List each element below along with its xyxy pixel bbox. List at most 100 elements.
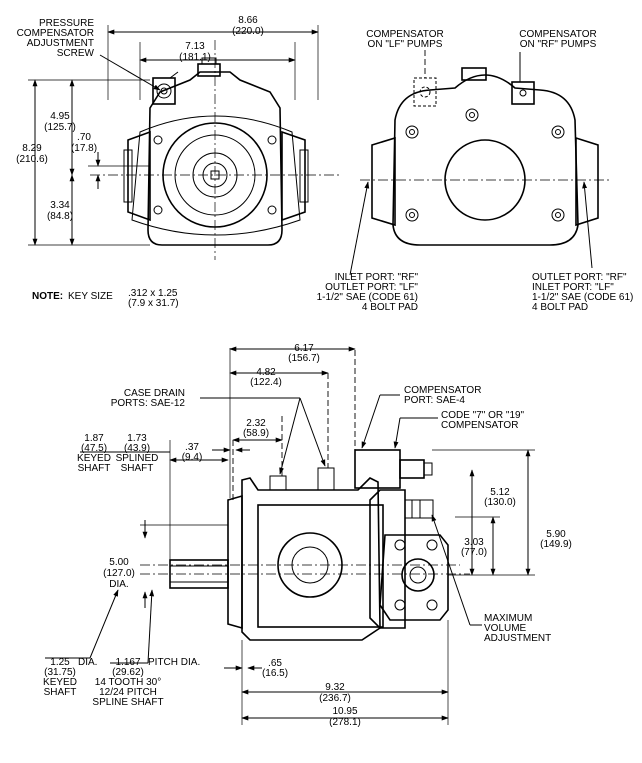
svg-text:SPLINE SHAFT: SPLINE SHAFT bbox=[92, 697, 163, 708]
dim-590: 5.90 (149.9) bbox=[540, 529, 572, 550]
svg-text:KEYED: KEYED bbox=[43, 677, 77, 688]
svg-text:PORT: SAE-4: PORT: SAE-4 bbox=[404, 395, 465, 406]
svg-text:ADJUSTMENT: ADJUSTMENT bbox=[27, 38, 94, 49]
svg-text:(17.8): (17.8) bbox=[71, 143, 97, 154]
svg-text:COMPENSATOR: COMPENSATOR bbox=[17, 28, 94, 39]
dim-232: 2.32 (58.9) bbox=[243, 418, 269, 439]
svg-text:(210.6): (210.6) bbox=[16, 154, 48, 165]
svg-text:PORTS: SAE-12: PORTS: SAE-12 bbox=[111, 398, 186, 409]
svg-text:.65: .65 bbox=[268, 658, 282, 669]
svg-text:4 BOLT PAD: 4 BOLT PAD bbox=[532, 302, 588, 313]
svg-text:4 BOLT PAD: 4 BOLT PAD bbox=[362, 302, 418, 313]
svg-text:COMPENSATOR: COMPENSATOR bbox=[366, 29, 443, 40]
svg-text:3.03: 3.03 bbox=[464, 537, 484, 548]
svg-text:SHAFT: SHAFT bbox=[121, 463, 154, 474]
svg-text:COMPENSATOR: COMPENSATOR bbox=[404, 385, 481, 396]
svg-text:12/24 PITCH: 12/24 PITCH bbox=[99, 687, 157, 698]
svg-text:(84.8): (84.8) bbox=[47, 211, 73, 222]
dim-lower: 3.34 (84.8) bbox=[47, 200, 73, 222]
svg-text:KEYED: KEYED bbox=[77, 453, 111, 464]
dim-065: .65 (16.5) bbox=[262, 658, 288, 679]
svg-text:DIA.: DIA. bbox=[78, 657, 97, 668]
svg-text:ADJUSTMENT: ADJUSTMENT bbox=[484, 633, 551, 644]
svg-text:6.17: 6.17 bbox=[294, 343, 314, 354]
pressure-compensator-label: PRESSURE COMPENSATOR ADJUSTMENT SCREW bbox=[17, 18, 95, 59]
svg-text:(77.0): (77.0) bbox=[461, 547, 487, 558]
svg-text:(236.7): (236.7) bbox=[319, 693, 351, 704]
dim-037: .37 (9.4) bbox=[182, 442, 203, 463]
compensator-lf-label: COMPENSATOR ON "LF" PUMPS bbox=[366, 29, 443, 50]
keyed-shaft-length: 1.87 (47.5) KEYED SHAFT bbox=[77, 433, 111, 474]
front-view bbox=[28, 25, 340, 260]
svg-text:.37: .37 bbox=[185, 442, 199, 453]
svg-text:(149.9): (149.9) bbox=[540, 539, 572, 550]
svg-text:(7.9 x 31.7): (7.9 x 31.7) bbox=[128, 298, 179, 309]
svg-text:DIA.: DIA. bbox=[109, 579, 128, 590]
compensator-port-label: COMPENSATOR PORT: SAE-4 bbox=[404, 385, 481, 406]
svg-text:INLET PORT: "LF": INLET PORT: "LF" bbox=[532, 282, 614, 293]
svg-text:7.13: 7.13 bbox=[185, 41, 205, 52]
rear-view bbox=[349, 50, 610, 276]
dim-overall-width: 8.66 (220.0) bbox=[232, 15, 264, 37]
dim-617: 6.17 (156.7) bbox=[288, 343, 320, 364]
svg-text:1.73: 1.73 bbox=[127, 433, 147, 444]
svg-text:(9.4): (9.4) bbox=[182, 452, 203, 463]
svg-text:NOTE:: NOTE: bbox=[32, 291, 63, 302]
pitch-dia: 1.167 (29.62) PITCH DIA. bbox=[112, 657, 200, 678]
svg-text:KEY SIZE: KEY SIZE bbox=[68, 291, 113, 302]
svg-text:4.95: 4.95 bbox=[50, 111, 70, 122]
dim-height: 8.29 (210.6) bbox=[16, 143, 48, 165]
svg-text:5.90: 5.90 bbox=[546, 529, 566, 540]
svg-text:10.95: 10.95 bbox=[332, 706, 357, 717]
svg-text:2.32: 2.32 bbox=[246, 418, 266, 429]
port-left-label: INLET PORT: "RF" OUTLET PORT: "LF" 1-1/2… bbox=[317, 272, 419, 313]
svg-text:(29.62): (29.62) bbox=[112, 667, 144, 678]
case-drain-label: CASE DRAIN PORTS: SAE-12 bbox=[111, 388, 186, 409]
svg-text:(125.7): (125.7) bbox=[44, 122, 76, 133]
svg-text:CASE DRAIN: CASE DRAIN bbox=[124, 388, 185, 399]
svg-text:(58.9): (58.9) bbox=[243, 428, 269, 439]
dim-512: 5.12 (130.0) bbox=[484, 487, 516, 508]
svg-text:(31.75): (31.75) bbox=[44, 667, 76, 678]
svg-text:1-1/2" SAE (CODE 61): 1-1/2" SAE (CODE 61) bbox=[317, 292, 418, 303]
svg-text:(47.5): (47.5) bbox=[81, 443, 107, 454]
keyed-shaft-dia: 1.25 (31.75) KEYED SHAFT DIA. bbox=[43, 657, 97, 698]
svg-text:OUTLET PORT: "LF": OUTLET PORT: "LF" bbox=[325, 282, 418, 293]
spline-description: 14 TOOTH 30° 12/24 PITCH SPLINE SHAFT bbox=[92, 677, 163, 708]
svg-text:SHAFT: SHAFT bbox=[44, 687, 77, 698]
svg-text:(156.7): (156.7) bbox=[288, 353, 320, 364]
svg-text:1.25: 1.25 bbox=[50, 657, 70, 668]
svg-text:.70: .70 bbox=[77, 132, 91, 143]
dim-width: 7.13 (181.1) bbox=[179, 41, 211, 63]
svg-text:(127.0): (127.0) bbox=[103, 568, 135, 579]
svg-text:(43.9): (43.9) bbox=[124, 443, 150, 454]
svg-text:(130.0): (130.0) bbox=[484, 497, 516, 508]
svg-text:1.167: 1.167 bbox=[115, 657, 140, 668]
svg-text:ON "LF" PUMPS: ON "LF" PUMPS bbox=[368, 39, 443, 50]
compensator-code-label: CODE "7" OR "19" COMPENSATOR bbox=[441, 410, 525, 431]
dim-932: 9.32 (236.7) bbox=[319, 682, 351, 704]
dim-upper: 4.95 (125.7) bbox=[44, 111, 76, 133]
dim-482: 4.82 (122.4) bbox=[250, 367, 282, 388]
svg-text:MAXIMUM: MAXIMUM bbox=[484, 613, 532, 624]
key-size-note: NOTE: KEY SIZE .312 x 1.25 (7.9 x 31.7) bbox=[32, 288, 179, 309]
side-view bbox=[45, 346, 535, 725]
svg-text:5.12: 5.12 bbox=[490, 487, 510, 498]
svg-text:COMPENSATOR: COMPENSATOR bbox=[519, 29, 596, 40]
dim-1095: 10.95 (278.1) bbox=[329, 706, 361, 728]
svg-text:OUTLET PORT: "RF": OUTLET PORT: "RF" bbox=[532, 272, 627, 283]
svg-text:1.87: 1.87 bbox=[84, 433, 104, 444]
svg-text:INLET PORT: "RF": INLET PORT: "RF" bbox=[335, 272, 419, 283]
svg-text:(16.5): (16.5) bbox=[262, 668, 288, 679]
svg-text:COMPENSATOR: COMPENSATOR bbox=[441, 420, 518, 431]
dim-303: 3.03 (77.0) bbox=[461, 537, 487, 558]
svg-text:CODE "7" OR "19": CODE "7" OR "19" bbox=[441, 410, 525, 421]
svg-text:8.66: 8.66 bbox=[238, 15, 258, 26]
svg-text:PRESSURE: PRESSURE bbox=[39, 18, 94, 29]
svg-text:(220.0): (220.0) bbox=[232, 26, 264, 37]
svg-text:SPLINED: SPLINED bbox=[116, 453, 159, 464]
svg-text:8.29: 8.29 bbox=[22, 143, 42, 154]
svg-text:4.82: 4.82 bbox=[256, 367, 276, 378]
svg-text:SCREW: SCREW bbox=[57, 48, 95, 59]
